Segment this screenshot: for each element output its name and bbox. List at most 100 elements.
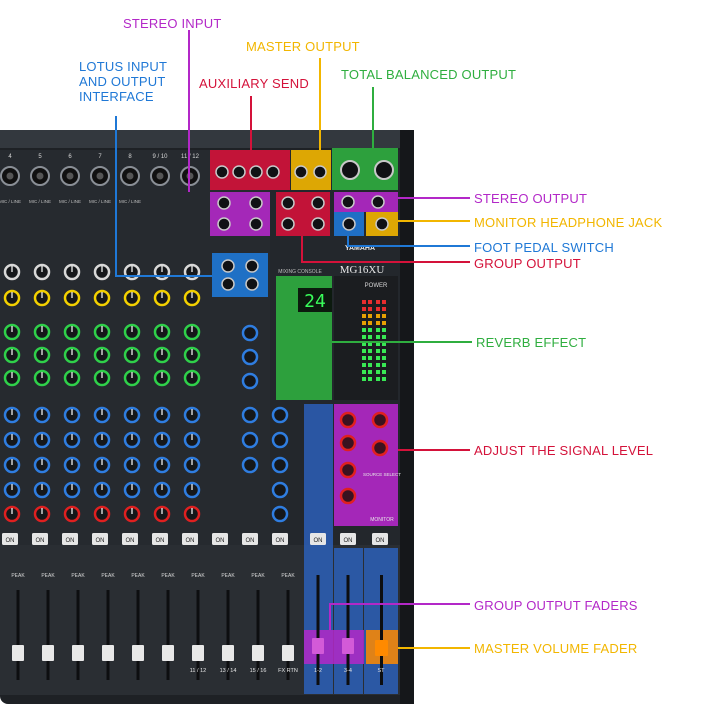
on-button[interactable]	[242, 533, 258, 545]
on-button[interactable]	[212, 533, 228, 545]
meter-segment	[362, 370, 366, 374]
fader-cap[interactable]	[42, 645, 54, 661]
master-fader-cap[interactable]	[375, 640, 388, 656]
master-knob[interactable]	[241, 372, 259, 390]
fader-cap[interactable]	[252, 645, 264, 661]
meter-segment	[382, 328, 386, 332]
group-fader-cap[interactable]	[342, 638, 354, 654]
on-button[interactable]	[122, 533, 138, 545]
meter-segment	[382, 342, 386, 346]
fader-cap[interactable]	[72, 645, 84, 661]
signal-level-knob[interactable]	[339, 434, 357, 452]
fader-track	[226, 590, 230, 680]
on-button[interactable]	[340, 533, 356, 545]
signal-level-knob[interactable]	[339, 461, 357, 479]
level-meters	[362, 300, 386, 381]
channel-number: 4	[8, 154, 12, 160]
fader-cap[interactable]	[282, 645, 294, 661]
zone-jack[interactable]	[249, 165, 263, 179]
on-button[interactable]	[310, 533, 326, 545]
meter-segment	[368, 349, 372, 353]
zone-jack[interactable]	[221, 259, 235, 273]
balanced-xlr-jack[interactable]	[340, 160, 360, 180]
fader-cap[interactable]	[192, 645, 204, 661]
meter-segment	[376, 314, 380, 318]
zone-jack[interactable]	[245, 277, 259, 291]
master-knob[interactable]	[271, 505, 289, 523]
meter-segment	[368, 363, 372, 367]
group-fader-cap[interactable]	[312, 638, 324, 654]
group-fader-label: ST	[377, 668, 385, 674]
master-knob[interactable]	[241, 456, 259, 474]
master-knob[interactable]	[241, 431, 259, 449]
master-knob[interactable]	[241, 348, 259, 366]
on-button[interactable]	[152, 533, 168, 545]
peak-label: PEAK	[71, 573, 85, 579]
balanced-xlr-jack[interactable]	[374, 160, 394, 180]
master-output-label: MASTER OUTPUT	[246, 39, 360, 54]
on-button-label: ON	[36, 538, 45, 544]
signal-level-knob[interactable]	[371, 439, 389, 457]
master-knob[interactable]	[241, 324, 259, 342]
fader-cap[interactable]	[12, 645, 24, 661]
jack-center	[96, 172, 104, 180]
meter-segment	[382, 377, 386, 381]
meter-segment	[382, 349, 386, 353]
zone-jack[interactable]	[294, 165, 308, 179]
zone-jack[interactable]	[375, 217, 389, 231]
master-fader-track	[380, 575, 383, 685]
fader-cap[interactable]	[102, 645, 114, 661]
mic-line-label: MIC / LINE	[59, 199, 81, 204]
signal-level-knob[interactable]	[371, 411, 389, 429]
zone-jack[interactable]	[342, 217, 356, 231]
zone-jack[interactable]	[313, 165, 327, 179]
zone-jack[interactable]	[311, 217, 325, 231]
group-output-faders-leader	[329, 603, 470, 630]
meter-segment	[376, 363, 380, 367]
subtitle-label: MIXING CONSOLE	[278, 269, 322, 275]
zone-jack[interactable]	[217, 196, 231, 210]
mixer-right-edge	[400, 130, 414, 704]
zone-jack[interactable]	[341, 195, 355, 209]
group-fader-label: 1-2	[314, 668, 322, 674]
fader-cap[interactable]	[222, 645, 234, 661]
on-button[interactable]	[92, 533, 108, 545]
fader-cap[interactable]	[132, 645, 144, 661]
on-button[interactable]	[32, 533, 48, 545]
zone-jack[interactable]	[232, 165, 246, 179]
signal-level-knob[interactable]	[339, 411, 357, 429]
on-button-label: ON	[126, 538, 135, 544]
master-knob[interactable]	[271, 431, 289, 449]
zone-jack[interactable]	[221, 277, 235, 291]
fader-cap[interactable]	[162, 645, 174, 661]
signal-level-knob[interactable]	[339, 487, 357, 505]
on-button[interactable]	[182, 533, 198, 545]
stereo-output-label: STEREO OUTPUT	[474, 191, 588, 206]
zone-jack[interactable]	[217, 217, 231, 231]
peak-label: PEAK	[251, 573, 265, 579]
jack-center	[6, 172, 14, 180]
master-knob[interactable]	[271, 481, 289, 499]
on-button[interactable]	[372, 533, 388, 545]
master-knob[interactable]	[271, 406, 289, 424]
zone-jack[interactable]	[215, 165, 229, 179]
on-button[interactable]	[2, 533, 18, 545]
zone-jack[interactable]	[281, 217, 295, 231]
zone-jack[interactable]	[371, 195, 385, 209]
zone-jack[interactable]	[249, 217, 263, 231]
zone-jack[interactable]	[245, 259, 259, 273]
meter-segment	[362, 363, 366, 367]
master-knob[interactable]	[271, 456, 289, 474]
on-button[interactable]	[272, 533, 288, 545]
bottom-channel-label: 13 / 14	[220, 668, 237, 674]
meter-segment	[376, 370, 380, 374]
master-knob[interactable]	[241, 406, 259, 424]
peak-label: PEAK	[221, 573, 235, 579]
zone-jack[interactable]	[266, 165, 280, 179]
zone-jack[interactable]	[281, 196, 295, 210]
on-button[interactable]	[62, 533, 78, 545]
zone-jack[interactable]	[311, 196, 325, 210]
zone-jack[interactable]	[249, 196, 263, 210]
